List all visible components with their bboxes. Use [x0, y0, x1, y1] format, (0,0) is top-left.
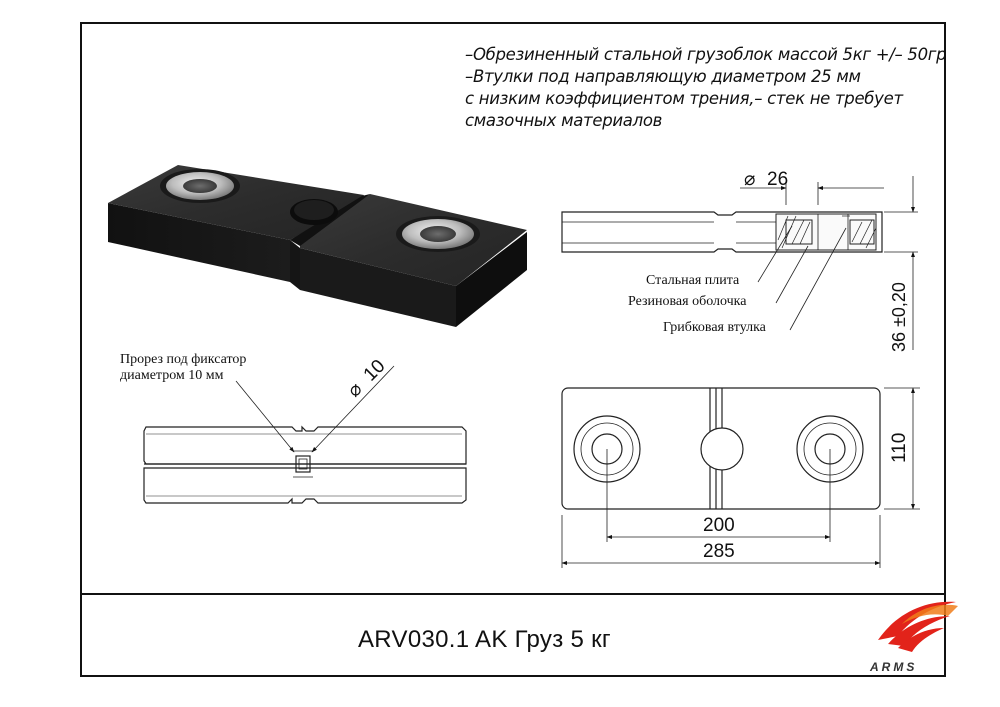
plan-view	[561, 387, 920, 568]
callout-rubber-shell: Резиновая оболочка	[628, 294, 747, 309]
document-title: ARV030.1 AK Груз 5 кг	[358, 626, 611, 653]
callout-mushroom-bushing: Грибковая втулка	[663, 320, 766, 335]
spacing-dimension: 200	[703, 515, 735, 536]
spec-notes: –Обрезиненный стальной грузоблок массой …	[465, 44, 947, 132]
slot-view	[143, 365, 467, 504]
spec-line-4: смазочных материалов	[465, 111, 663, 130]
length-dimension: 285	[703, 541, 735, 562]
slot-note-line-2: диаметром 10 мм	[120, 368, 224, 383]
logo-text: ARMS	[869, 660, 917, 674]
section-height-label: 36 ±0,20	[889, 282, 909, 352]
slot-note-line-1: Прорез под фиксатор	[120, 352, 247, 367]
section-diameter-value: 26	[767, 169, 788, 190]
section-view	[561, 176, 918, 350]
slot-note: Прорез под фиксатор диаметром 10 мм	[120, 352, 246, 384]
drawing-frame	[80, 22, 946, 677]
slot-diameter-value: 10	[360, 356, 390, 386]
title-block-divider	[80, 593, 946, 595]
spec-line-2: –Втулки под направляющую диаметром 25 мм	[465, 67, 861, 86]
spec-line-3: с низким коэффициентом трения,– стек не …	[465, 89, 903, 108]
callout-steel-plate: Стальная плита	[646, 273, 740, 288]
weight-plate-render	[108, 165, 527, 327]
arms-logo-icon: ARMS	[869, 601, 958, 674]
spec-line-1: –Обрезиненный стальной грузоблок массой …	[465, 45, 947, 64]
width-dimension: 110	[889, 433, 910, 463]
left-bushing-icon	[160, 169, 240, 203]
section-diameter-symbol: ⌀	[744, 169, 755, 190]
right-bushing-icon	[396, 216, 480, 252]
